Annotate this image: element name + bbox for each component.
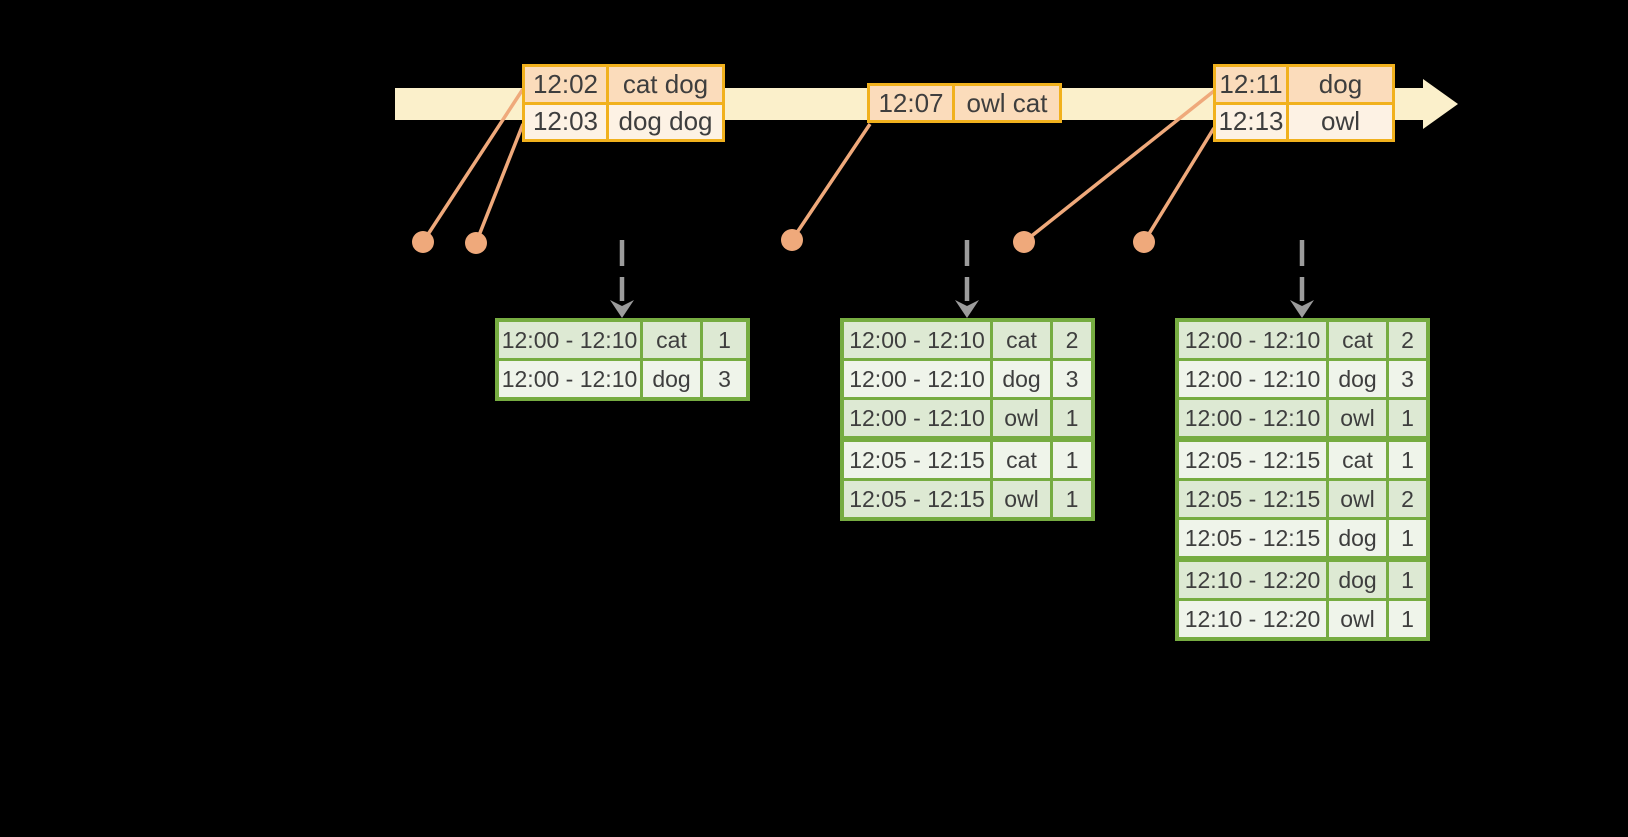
result-window-cell: 12:00 - 12:10 [499,361,640,397]
result-window-cell: 12:00 - 12:10 [1179,400,1326,436]
trigger-arrowhead-icon [955,300,979,318]
event-connector-line [790,123,872,241]
result-window-cell: 12:00 - 12:10 [844,322,990,358]
result-word-cell: dog [1329,361,1386,397]
result-word-cell: owl [993,481,1050,517]
event-words-cell: owl [1289,104,1392,139]
result-word-cell: cat [993,442,1050,478]
result-word-cell: dog [643,361,700,397]
result-window-cell: 12:10 - 12:20 [1179,562,1326,598]
result-word-cell: dog [1329,520,1386,556]
result-word-cell: owl [1329,400,1386,436]
result-count-cell: 3 [703,361,746,397]
event-words-cell: cat dog [609,67,722,102]
event-words-cell: dog dog [609,104,722,139]
result-word-cell: cat [1329,442,1386,478]
event-time-dot [1013,231,1035,253]
result-window-cell: 12:00 - 12:10 [499,322,640,358]
result-word-cell: owl [993,400,1050,436]
result-window-cell: 12:05 - 12:15 [1179,520,1326,556]
timeline-arrowhead-icon [1423,79,1458,129]
result-word-cell: owl [1329,601,1386,637]
result-window-cell: 12:05 - 12:15 [844,442,990,478]
event-connector-line [1022,89,1216,244]
event-time-cell: 12:11 [1216,67,1286,102]
event-time-dot [781,229,803,251]
result-count-cell: 2 [1053,322,1091,358]
event-connector-line [1142,127,1216,243]
event-time-cell: 12:03 [525,104,606,139]
event-time-cell: 12:07 [870,86,952,120]
event-time-cell: 12:13 [1216,104,1286,139]
result-count-cell: 2 [1389,322,1426,358]
result-window-cell: 12:00 - 12:10 [1179,361,1326,397]
result-word-cell: dog [993,361,1050,397]
result-window-cell: 12:00 - 12:10 [844,361,990,397]
trigger-arrowhead-icon [1290,300,1314,318]
result-window-cell: 12:05 - 12:15 [1179,442,1326,478]
result-window-cell: 12:05 - 12:15 [1179,481,1326,517]
result-count-cell: 1 [1053,400,1091,436]
event-words-cell: dog [1289,67,1392,102]
result-count-cell: 1 [1053,442,1091,478]
trigger-arrowhead-icon [610,300,634,318]
event-time-dot [412,231,434,253]
event-time-dot [1133,231,1155,253]
event-time-cell: 12:02 [525,67,606,102]
result-count-cell: 2 [1389,481,1426,517]
result-window-cell: 12:00 - 12:10 [1179,322,1326,358]
event-connector-line [474,123,525,244]
result-count-cell: 1 [1389,562,1426,598]
result-word-cell: cat [993,322,1050,358]
event-time-dot [465,232,487,254]
event-connector-line [421,88,525,243]
result-count-cell: 3 [1389,361,1426,397]
result-window-cell: 12:10 - 12:20 [1179,601,1326,637]
result-count-cell: 1 [1389,520,1426,556]
result-count-cell: 1 [703,322,746,358]
result-word-cell: owl [1329,481,1386,517]
event-words-cell: owl cat [955,86,1059,120]
result-count-cell: 1 [1389,601,1426,637]
result-word-cell: dog [1329,562,1386,598]
result-word-cell: cat [643,322,700,358]
result-word-cell: cat [1329,322,1386,358]
result-window-cell: 12:00 - 12:10 [844,400,990,436]
result-count-cell: 1 [1053,481,1091,517]
result-count-cell: 3 [1053,361,1091,397]
result-count-cell: 1 [1389,400,1426,436]
result-count-cell: 1 [1389,442,1426,478]
result-window-cell: 12:05 - 12:15 [844,481,990,517]
